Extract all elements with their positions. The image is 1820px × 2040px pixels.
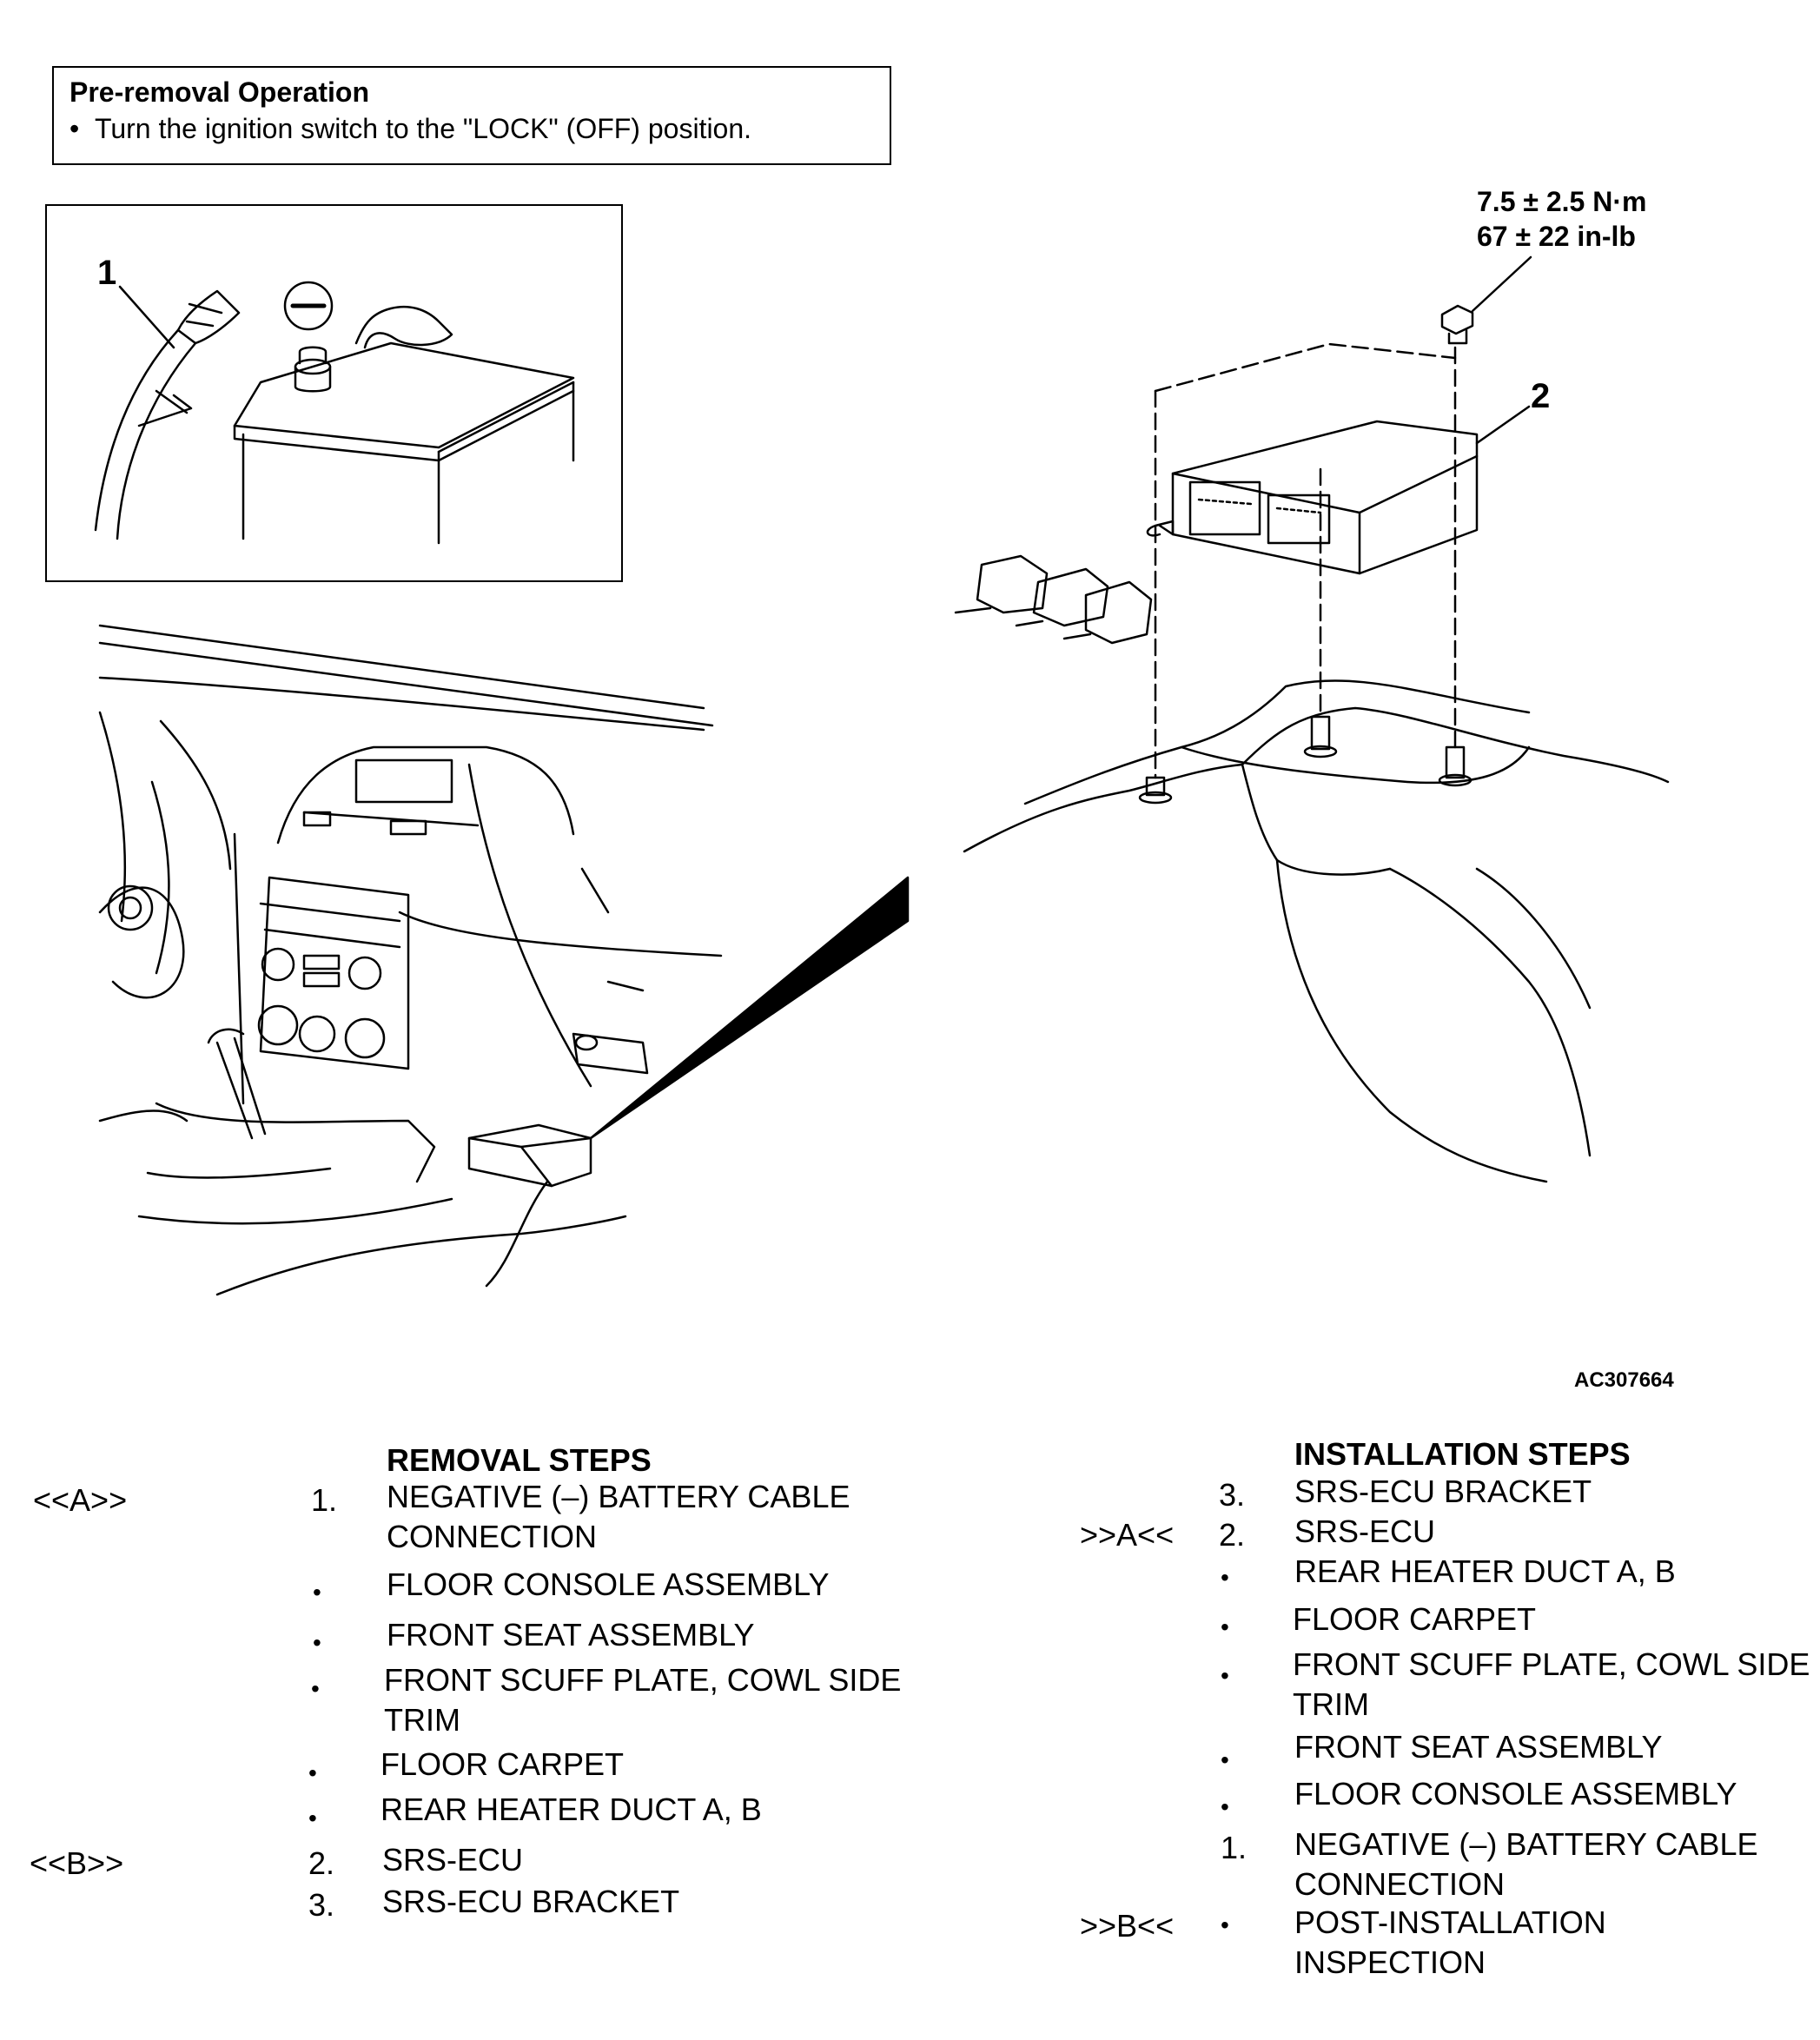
bullet-icon: • [1221,1662,1229,1689]
installation-steps-title: INSTALLATION STEPS [1294,1436,1631,1472]
pre-removal-item-text: Turn the ignition switch to the "LOCK" (… [94,113,752,144]
removal-step-text: FRONT SEAT ASSEMBLY [387,1617,755,1653]
installation-step-text: POST-INSTALLATION INSPECTION [1294,1904,1606,1980]
removal-step-text: REAR HEATER DUCT A, B [381,1792,762,1827]
installation-step-text: REAR HEATER DUCT A, B [1294,1553,1676,1589]
installation-step-num: 3. [1219,1477,1246,1513]
removal-step-text: FRONT SCUFF PLATE, COWL SIDE TRIM [384,1662,902,1738]
installation-step-text: FLOOR CONSOLE ASSEMBLY [1294,1776,1737,1811]
bullet-icon: • [308,1805,317,1831]
installation-step-text: FRONT SEAT ASSEMBLY [1294,1729,1663,1765]
installation-step-text: NEGATIVE (–) BATTERY CABLE CONNECTION [1294,1826,1758,1902]
removal-step-text: SRS-ECU [382,1842,524,1878]
callout-2: 2 [1531,377,1551,415]
torque-nm: 7.5 ± 2.5 N·m [1477,186,1647,217]
dashboard-illustration [98,624,910,1296]
bullet-icon: • [69,113,80,144]
removal-step-num: 2. [308,1845,335,1881]
pre-removal-title: Pre-removal Operation [69,76,369,108]
installation-step-text: FRONT SCUFF PLATE, COWL SIDE TRIM [1293,1646,1810,1722]
installation-mark-b: >>B<< [1080,1908,1175,1944]
bullet-icon: • [311,1675,320,1702]
removal-mark-a: <<A>> [33,1482,128,1518]
srs-ecu-illustration [954,255,1670,1183]
removal-step-text: FLOOR CONSOLE ASSEMBLY [387,1566,830,1602]
bullet-icon: • [308,1759,317,1786]
installation-step-text: FLOOR CARPET [1293,1601,1537,1637]
installation-step-text: SRS-ECU BRACKET [1294,1474,1592,1509]
battery-inset-frame [45,204,623,582]
removal-steps-title: REMOVAL STEPS [387,1442,652,1478]
torque-inlb: 67 ± 22 in-lb [1477,221,1636,252]
installation-step-num: 1. [1221,1830,1248,1865]
pre-removal-box: Pre-removal Operation • Turn the ignitio… [52,66,891,165]
removal-step-text: SRS-ECU BRACKET [382,1884,680,1919]
installation-step-num: 2. [1219,1517,1246,1553]
torque-spec: 7.5 ± 2.5 N·m 67 ± 22 in-lb [1477,184,1646,254]
figure-id: AC307664 [1574,1368,1674,1392]
removal-step-text: NEGATIVE (–) BATTERY CABLE CONNECTION [387,1479,850,1554]
bullet-icon: • [1221,1793,1229,1820]
pre-removal-item: • Turn the ignition switch to the "LOCK"… [69,113,751,145]
battery-illustration [94,281,575,545]
removal-step-num: 1. [311,1482,338,1518]
removal-step-text: FLOOR CARPET [381,1746,625,1782]
bullet-icon: • [1221,1564,1229,1591]
callout-1: 1 [97,254,117,292]
installation-mark-a: >>A<< [1080,1517,1175,1553]
bullet-icon: • [313,1579,321,1606]
bullet-icon: • [1221,1746,1229,1773]
bullet-icon: • [1221,1613,1229,1640]
installation-step-text: SRS-ECU [1294,1513,1436,1549]
removal-mark-b: <<B>> [30,1845,124,1881]
bullet-icon: • [1221,1911,1229,1938]
bullet-icon: • [313,1629,321,1656]
removal-step-num: 3. [308,1887,335,1923]
